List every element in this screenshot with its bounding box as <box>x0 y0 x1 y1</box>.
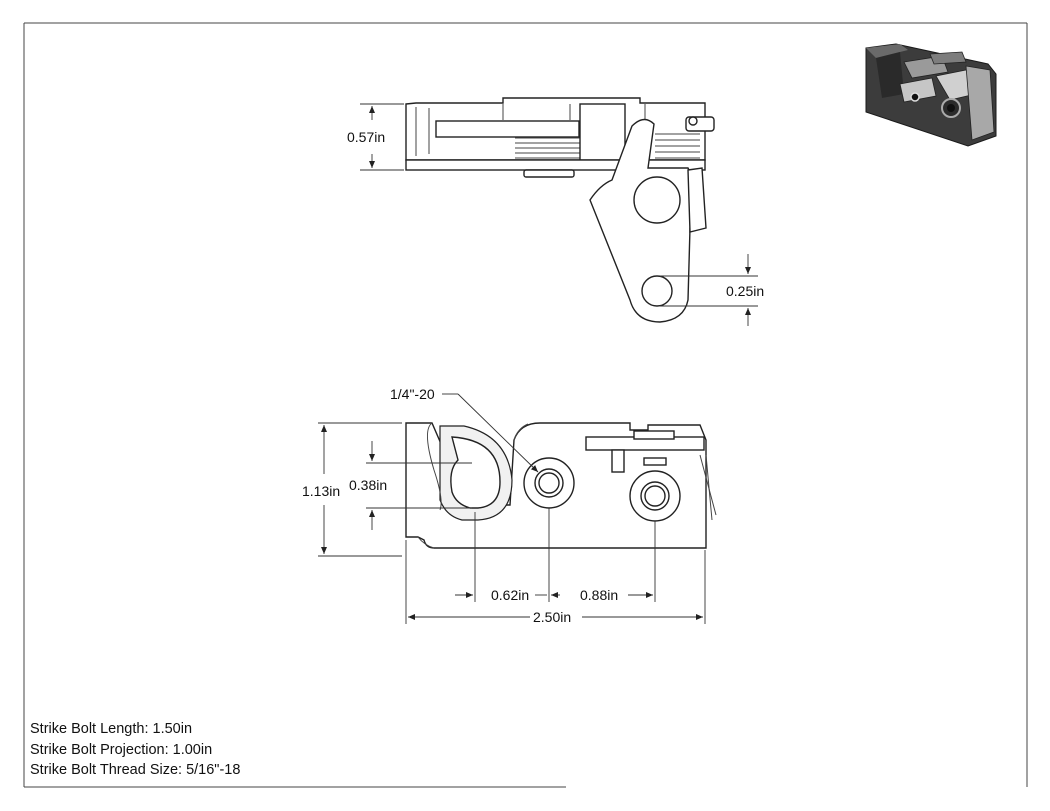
slot-height-dimension: 0.38in <box>349 477 387 493</box>
overall-height-dimension: 1.13in <box>302 483 340 499</box>
strike-bolt-notes: Strike Bolt Length: 1.50in Strike Bolt P… <box>30 719 240 781</box>
strike-bolt-length-note: Strike Bolt Length: 1.50in <box>30 721 193 737</box>
strike-bolt-projection-note: Strike Bolt Projection: 1.00in <box>30 741 213 758</box>
thread-callout: 1/4"-20 <box>390 386 435 402</box>
top-view <box>405 97 715 323</box>
hole-spacing-dimension: 0.25in <box>726 283 764 299</box>
front-view-dimensions: 1/4"-20 1.13in 0.38in 0.62in 0.88in 2.50… <box>302 386 706 625</box>
front-view <box>405 422 717 549</box>
sheet-border <box>23 22 1028 788</box>
top-view-dimensions: 0.57in 0.25in <box>347 103 764 326</box>
top-height-dimension: 0.57in <box>347 129 385 145</box>
overall-length-dimension: 2.50in <box>533 609 571 625</box>
spring-coils <box>515 133 700 159</box>
iso-preview-image <box>865 43 997 147</box>
strike-bolt-thread-note: Strike Bolt Thread Size: 5/16"-18 <box>30 762 241 778</box>
slot-to-hole-dimension: 0.62in <box>491 587 529 603</box>
hole-to-hole-dimension: 0.88in <box>580 587 618 603</box>
